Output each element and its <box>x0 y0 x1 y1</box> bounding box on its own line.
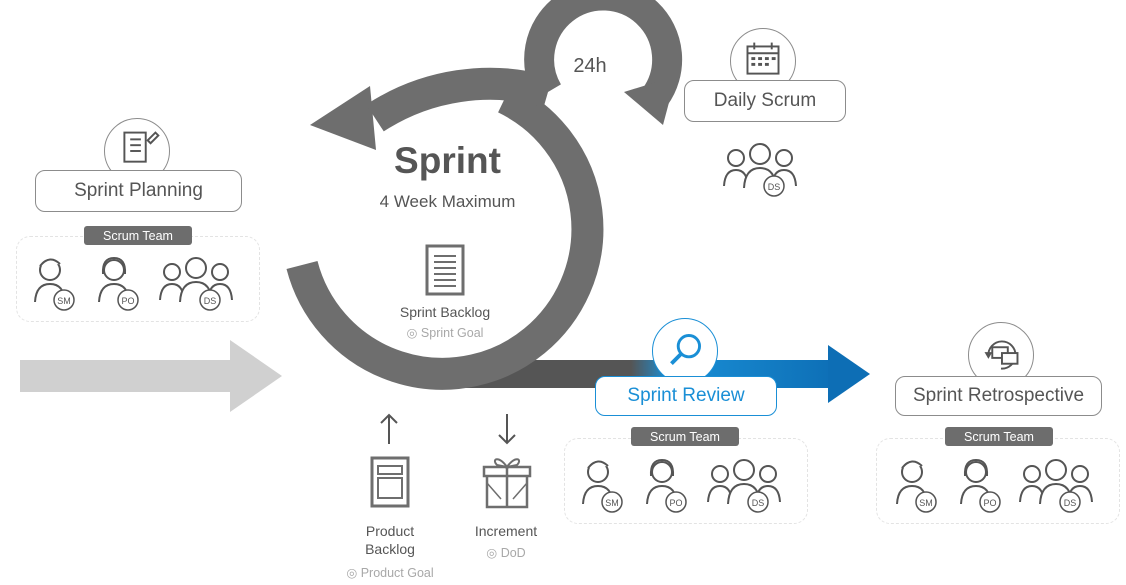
target-icon: ◎ <box>346 566 361 580</box>
developers-avatar: DS <box>706 454 786 516</box>
gift-icon <box>481 453 533 509</box>
sprint-backlog-label: Sprint Backlog <box>399 304 491 320</box>
scrum-master-avatar: SM <box>32 252 78 314</box>
scrum-master-avatar: SM <box>894 454 940 516</box>
po-role: PO <box>983 498 996 508</box>
review-team-badge: Scrum Team <box>631 427 739 446</box>
sm-role: SM <box>919 498 933 508</box>
product-backlog-label-line1: Product <box>365 523 415 539</box>
ds-role: DS <box>752 498 765 508</box>
sprint-planning-button[interactable]: Sprint Planning <box>35 170 242 212</box>
retro-team-badge: Scrum Team <box>945 427 1053 446</box>
target-icon: ◎ <box>406 326 421 340</box>
sprint-cycle <box>286 0 870 403</box>
po-role: PO <box>669 498 682 508</box>
magnifier-icon <box>652 318 718 384</box>
sprint-goal-label: ◎ Sprint Goal <box>406 326 484 340</box>
sm-role: SM <box>57 296 71 306</box>
increment-label: Increment <box>474 523 538 539</box>
dod-label: ◎ DoD <box>486 546 526 560</box>
developers-avatar: DS <box>158 252 238 314</box>
sprint-retrospective-button[interactable]: Sprint Retrospective <box>895 376 1102 416</box>
product-owner-avatar: PO <box>96 252 142 314</box>
up-arrow-icon <box>377 412 401 446</box>
product-backlog-label-line2: Backlog <box>365 541 415 557</box>
ds-role: DS <box>204 296 217 306</box>
sprint-title: Sprint <box>394 140 501 181</box>
product-owner-avatar: PO <box>958 454 1004 516</box>
down-arrow-icon <box>495 412 519 446</box>
planning-team-badge: Scrum Team <box>84 226 192 245</box>
input-arrow <box>20 340 282 412</box>
po-role: PO <box>121 296 134 306</box>
ds-role: DS <box>768 182 781 192</box>
daily-developers-avatar: DS <box>722 138 802 200</box>
daily-scrum-button[interactable]: Daily Scrum <box>684 80 846 122</box>
sprint-duration: 4 Week Maximum <box>379 192 516 211</box>
product-owner-avatar: PO <box>644 454 690 516</box>
scrum-master-avatar: SM <box>580 454 626 516</box>
product-goal-label: ◎ Product Goal <box>346 566 434 580</box>
sprint-review-button[interactable]: Sprint Review <box>595 376 777 416</box>
product-backlog-icon <box>370 456 410 508</box>
sprint-backlog-icon <box>425 244 465 296</box>
ds-role: DS <box>1064 498 1077 508</box>
target-icon: ◎ <box>486 546 501 560</box>
developers-avatar: DS <box>1018 454 1098 516</box>
daily-loop-label: 24h <box>573 55 607 77</box>
sm-role: SM <box>605 498 619 508</box>
